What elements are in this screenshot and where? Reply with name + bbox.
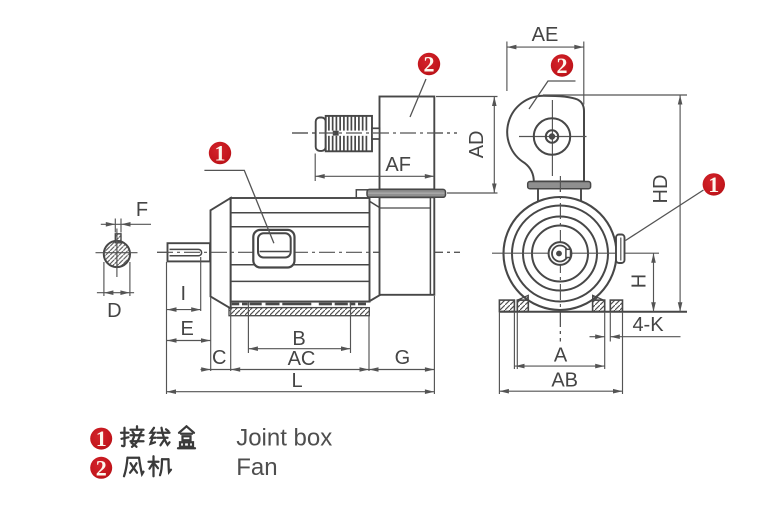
svg-text:AB: AB bbox=[551, 370, 578, 392]
svg-text:2: 2 bbox=[96, 455, 107, 480]
svg-text:L: L bbox=[291, 370, 302, 392]
svg-text:G: G bbox=[395, 347, 411, 369]
svg-text:1: 1 bbox=[708, 172, 719, 197]
svg-text:HD: HD bbox=[650, 175, 672, 204]
svg-text:H: H bbox=[629, 274, 651, 288]
svg-text:AC: AC bbox=[288, 348, 316, 370]
svg-text:4-K: 4-K bbox=[632, 314, 664, 336]
svg-text:I: I bbox=[181, 283, 187, 305]
svg-text:D: D bbox=[107, 300, 121, 322]
svg-text:2: 2 bbox=[424, 52, 435, 77]
svg-text:E: E bbox=[181, 318, 194, 340]
svg-text:B: B bbox=[292, 328, 305, 350]
svg-text:AD: AD bbox=[466, 131, 488, 159]
svg-text:F: F bbox=[136, 199, 148, 221]
svg-text:C: C bbox=[212, 347, 226, 369]
svg-text:A: A bbox=[554, 345, 568, 367]
svg-text:2: 2 bbox=[557, 53, 568, 78]
svg-text:1: 1 bbox=[215, 141, 226, 166]
svg-text:Joint box: Joint box bbox=[236, 424, 332, 451]
svg-text:1: 1 bbox=[96, 426, 107, 451]
svg-text:AF: AF bbox=[385, 154, 411, 176]
svg-text:AE: AE bbox=[532, 24, 559, 46]
svg-text:Fan: Fan bbox=[236, 454, 277, 481]
